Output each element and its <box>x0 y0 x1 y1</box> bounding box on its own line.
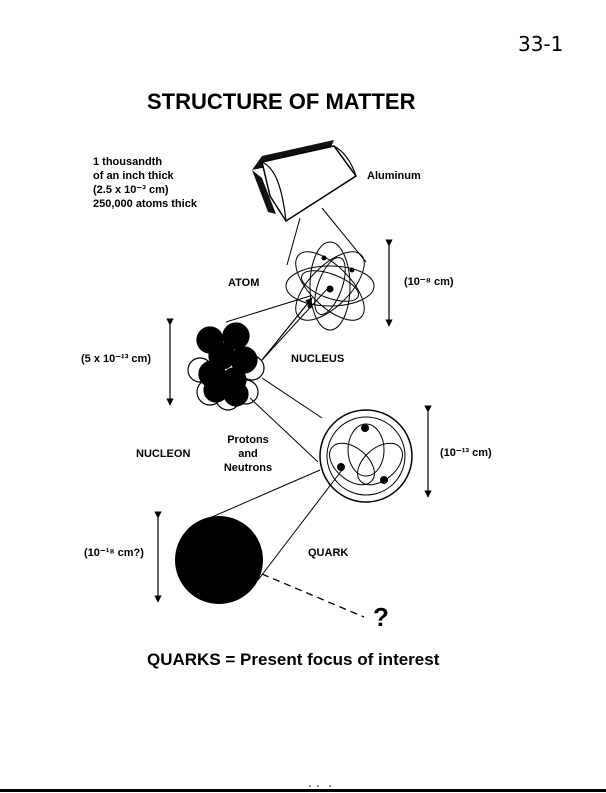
aluminum-foil-illustration <box>252 140 358 223</box>
scale-arrows <box>154 239 432 603</box>
aluminum-note-line: 250,000 atoms thick <box>93 198 197 210</box>
unknown-question-mark: ? <box>373 602 389 632</box>
aluminum-thickness-note: 1 thousandth of an inch thick (2.5 x 10⁻… <box>93 157 197 213</box>
nucleon-description-line: Neutrons <box>223 462 273 474</box>
page-number: 33-1 <box>518 32 564 56</box>
nucleus-size-label: (5 x 10⁻¹³ cm) <box>81 353 151 365</box>
aluminum-note-line: (2.5 x 10⁻³ cm) <box>93 184 169 196</box>
nucleon-illustration <box>319 409 413 503</box>
aluminum-note-line: 1 thousandth <box>93 156 163 168</box>
nucleon-description-line: Protons <box>227 434 269 446</box>
scan-marks <box>309 785 331 787</box>
atom-label: ATOM <box>228 277 260 289</box>
quark-label: QUARK <box>308 547 349 559</box>
nucleon-size-label: (10⁻¹³ cm) <box>440 447 492 459</box>
nucleon-description: Protons and Neutrons <box>215 435 281 477</box>
aluminum-label: Aluminum <box>367 170 421 182</box>
page-title: STRUCTURE OF MATTER <box>147 89 416 114</box>
nucleus-illustration <box>187 322 265 411</box>
atom-size-label: (10⁻⁸ cm) <box>404 276 454 288</box>
nucleon-description-line: and <box>238 448 258 460</box>
atom-illustration <box>285 241 375 331</box>
footer-caption: QUARKS = Present focus of interest <box>147 650 440 669</box>
quark-illustration <box>175 516 263 604</box>
nucleon-label: NUCLEON <box>136 448 191 460</box>
bottom-rule <box>0 789 606 792</box>
aluminum-note-line: of an inch thick <box>93 170 174 182</box>
nucleus-label: NUCLEUS <box>291 353 345 365</box>
quark-size-label: (10⁻¹⁸ cm?) <box>84 547 144 559</box>
